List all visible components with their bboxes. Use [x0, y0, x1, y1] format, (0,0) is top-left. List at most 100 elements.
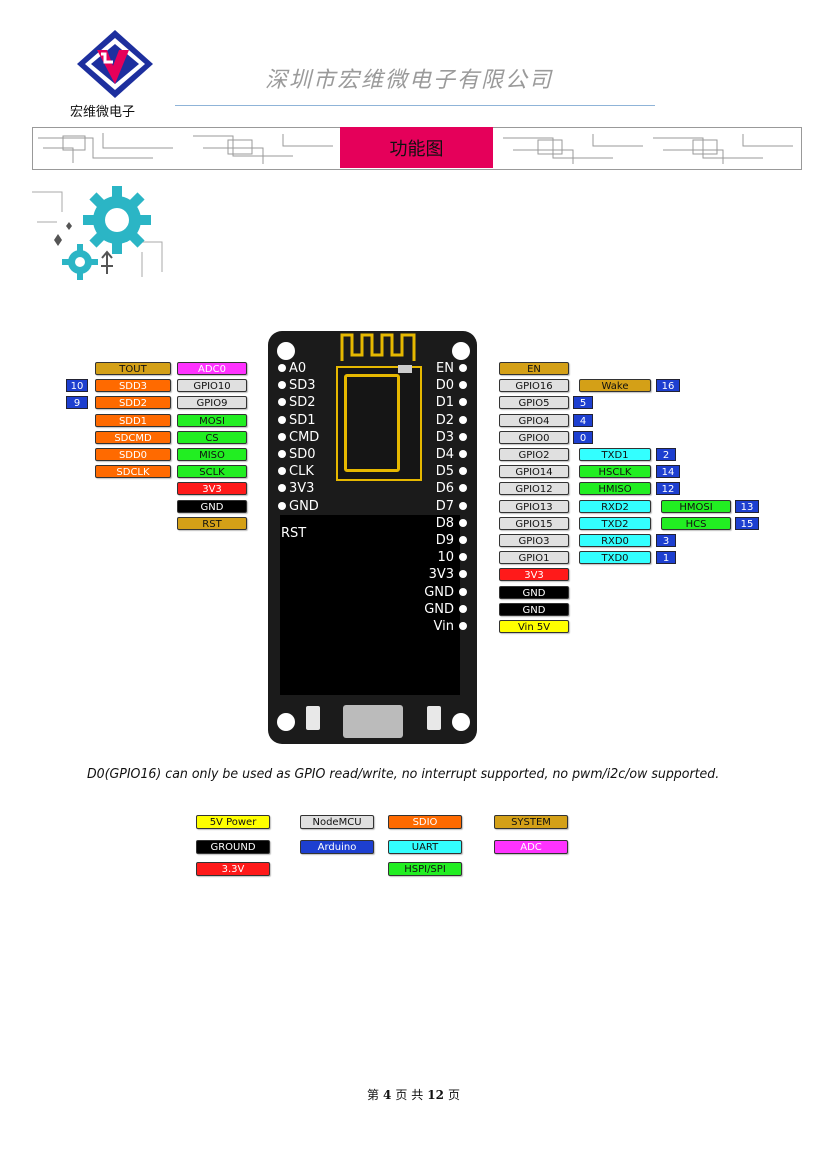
power-label: 3V3 — [177, 482, 247, 496]
pin-hole — [459, 587, 467, 596]
pin-hole — [278, 467, 286, 476]
right-pin-label: D4 — [435, 447, 454, 462]
pin-hole — [459, 518, 467, 527]
legend-item: SDIO — [388, 815, 462, 829]
legend-item: HSPI/SPI — [388, 862, 462, 876]
right-pin-label: EN — [436, 361, 454, 376]
left-pin-label: GND — [289, 498, 319, 514]
pin-hole — [278, 364, 286, 372]
arduino-pin-number: 16 — [656, 379, 680, 393]
arduino-pin-number: 13 — [735, 499, 759, 513]
pin-hole — [278, 398, 286, 407]
mount-hole — [277, 713, 295, 731]
arduino-pin-number: 9 — [66, 396, 88, 410]
adc-label: ADC0 — [177, 362, 247, 375]
gpio-label: GPIO4 — [499, 413, 569, 427]
legend-item: GROUND — [196, 840, 270, 854]
right-pin-label: D8 — [435, 515, 454, 531]
power-label: GND — [177, 499, 247, 513]
company-name: 深圳市宏维微电子有限公司 — [265, 68, 554, 93]
pin-hole — [459, 553, 467, 562]
system-label: SDD2 — [95, 396, 171, 410]
right-pin-label: D0 — [435, 378, 454, 394]
system-label: SDD3 — [95, 379, 171, 393]
left-pin-label: RST — [281, 525, 307, 541]
pin-hole — [459, 536, 467, 544]
legend-item: SYSTEM — [494, 815, 568, 829]
gpio-label: GPIO3 — [499, 534, 569, 547]
right-pin-label: Vin — [433, 619, 454, 634]
section-title: 功能图 — [340, 127, 493, 168]
function-label: TXD0 — [579, 551, 651, 565]
spi-label: MOSI — [177, 413, 247, 427]
logo-text: 宏维微电子 — [70, 105, 136, 120]
system-label: SDD1 — [95, 413, 171, 427]
power-label: RST — [177, 516, 247, 530]
pin-hole — [278, 501, 286, 510]
function-label: HMISO — [579, 482, 651, 496]
usb-connector — [343, 705, 403, 738]
right-pin-label: D6 — [435, 481, 454, 497]
spi-label: SCLK — [177, 465, 247, 479]
gpio-label: GPIO16 — [499, 379, 569, 393]
mount-hole — [277, 342, 295, 360]
left-pin-label: 3V3 — [289, 481, 315, 497]
system-label: SDCLK — [95, 465, 171, 479]
arduino-pin-number: 0 — [573, 430, 593, 444]
system-label: SDD0 — [95, 448, 171, 461]
left-pin-label: SD0 — [289, 447, 316, 462]
spi-label: HMOSI — [661, 499, 731, 513]
pin-hole — [278, 381, 286, 390]
gpio-label: GPIO13 — [499, 499, 569, 513]
arduino-pin-number: 15 — [735, 516, 759, 530]
gpio-label: GPIO5 — [499, 396, 569, 410]
left-pin-label: A0 — [289, 361, 307, 376]
left-pin-label: SD3 — [289, 378, 316, 394]
pin-hole — [459, 450, 467, 458]
legend-item: 5V Power — [196, 815, 270, 829]
right-pin-label: D1 — [435, 395, 454, 411]
system-label: SDCMD — [95, 430, 171, 444]
left-pin-label: CMD — [289, 429, 320, 445]
right-pin-label: D9 — [435, 533, 454, 548]
gpio-label: EN — [499, 362, 569, 375]
pin-hole — [459, 432, 467, 441]
gpio-label: GPIO10 — [177, 379, 247, 393]
esp-module — [336, 366, 422, 481]
pin-hole — [459, 501, 467, 510]
system-label: TOUT — [95, 362, 171, 375]
gpio-label: GPIO9 — [177, 396, 247, 410]
spi-label: MISO — [177, 448, 247, 461]
pin-hole — [278, 450, 286, 458]
arduino-pin-number: 12 — [656, 482, 680, 496]
function-label: Wake — [579, 379, 651, 393]
pin-hole — [278, 484, 286, 493]
display-area — [280, 515, 460, 695]
mount-hole — [452, 342, 470, 360]
button-left[interactable] — [306, 706, 320, 730]
pin-hole — [459, 381, 467, 390]
right-pin-label: 10 — [437, 550, 454, 566]
button-right[interactable] — [427, 706, 441, 730]
mount-hole — [452, 713, 470, 731]
shield-can — [344, 374, 400, 472]
pin-hole — [459, 415, 467, 424]
function-label: TXD1 — [579, 448, 651, 461]
pin-hole — [278, 432, 286, 441]
arduino-pin-number: 4 — [573, 413, 593, 427]
left-pin-label: SD1 — [289, 412, 316, 428]
gpio-label: GND — [499, 602, 569, 616]
antenna-icon — [338, 331, 418, 365]
gpio-label: GPIO1 — [499, 551, 569, 565]
header-divider — [175, 105, 655, 106]
gpio-label: 3V3 — [499, 568, 569, 582]
company-logo — [75, 28, 155, 100]
legend-item: ADC — [494, 840, 568, 854]
right-pin-label: D5 — [435, 464, 454, 480]
pin-hole — [278, 415, 286, 424]
gpio-label: GPIO14 — [499, 465, 569, 479]
right-pin-label: D3 — [435, 429, 454, 445]
right-pin-label: D7 — [435, 498, 454, 514]
gpio-label: GPIO0 — [499, 430, 569, 444]
